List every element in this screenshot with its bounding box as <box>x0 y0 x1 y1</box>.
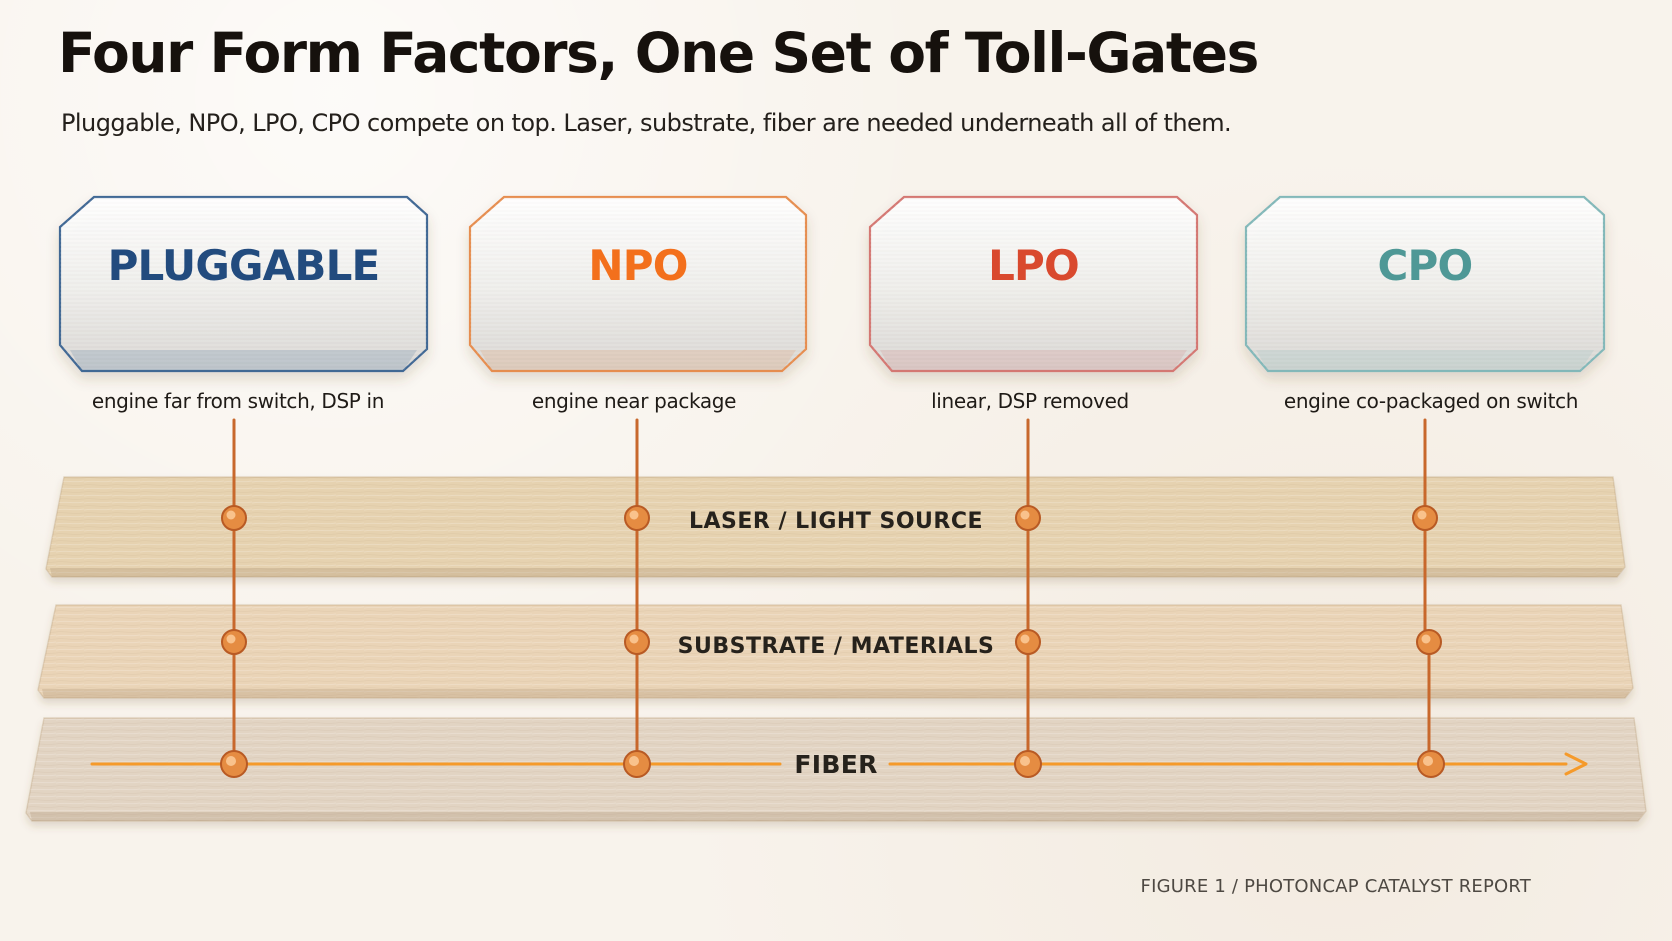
layer-texture <box>26 718 1646 821</box>
page-title: Four Form Factors, One Set of Toll-Gates <box>58 21 1259 85</box>
connector-node-highlight <box>629 510 639 520</box>
connector-node-highlight <box>1423 756 1433 766</box>
layer-texture <box>38 605 1633 698</box>
layer-label: FIBER <box>794 750 877 779</box>
connector-node-highlight <box>226 634 236 644</box>
form-factor-card-lpo: LPO <box>868 195 1199 373</box>
connector-node-highlight <box>629 756 639 766</box>
arrow-right-icon <box>1564 752 1588 776</box>
connector-node-highlight <box>1417 510 1427 520</box>
layer-label: LASER / LIGHT SOURCE <box>689 509 983 534</box>
form-factor-label: PLUGGABLE <box>108 241 380 290</box>
connector-node-highlight <box>226 510 236 520</box>
connector-lines <box>220 418 1445 778</box>
card-edge <box>70 350 417 371</box>
connector-node-highlight <box>1020 510 1030 520</box>
form-factor-card-pluggable: PLUGGABLE <box>58 195 429 373</box>
connector-line <box>1423 418 1431 766</box>
form-factor-card-npo: NPO <box>468 195 808 373</box>
card-texture <box>1246 197 1604 371</box>
form-factor-caption: engine near package <box>532 389 736 413</box>
layer-label: SUBSTRATE / MATERIALS <box>678 634 995 659</box>
form-factor-caption: engine far from switch, DSP in <box>92 389 384 413</box>
connector-node-highlight <box>1020 756 1030 766</box>
card-edge <box>1256 350 1594 371</box>
card-edge <box>480 350 796 371</box>
form-factor-cards: PLUGGABLE NPO LPO CPO <box>58 195 1606 373</box>
layer-edge <box>50 568 1623 577</box>
form-factor-card-cpo: CPO <box>1244 195 1606 373</box>
layer-1: LASER / LIGHT SOURCE <box>45 476 1626 578</box>
figure-caption: FIGURE 1 / PHOTONCAP CATALYST REPORT <box>1140 876 1531 897</box>
layer-3: FIBER <box>25 717 1647 822</box>
card-texture <box>60 197 427 371</box>
card-texture <box>870 197 1197 371</box>
form-factor-label: NPO <box>588 241 687 290</box>
form-factor-label: LPO <box>988 241 1079 290</box>
card-texture <box>470 197 806 371</box>
form-factor-label: CPO <box>1378 241 1473 290</box>
layer-texture <box>46 477 1625 577</box>
layer-stack: LASER / LIGHT SOURCE SUBSTRATE / MATERIAL… <box>25 476 1647 822</box>
form-factor-captions: engine far from switch, DSP in engine nea… <box>92 389 1579 413</box>
layer-2: SUBSTRATE / MATERIALS <box>37 604 1634 699</box>
card-edge <box>880 350 1187 371</box>
connector-node-highlight <box>226 756 236 766</box>
connector-node-highlight <box>629 634 639 644</box>
connector-node-highlight <box>1020 634 1030 644</box>
form-factor-caption: engine co-packaged on switch <box>1284 389 1578 413</box>
connector-node-highlight <box>1421 634 1431 644</box>
form-factor-caption: linear, DSP removed <box>931 389 1129 413</box>
page-subtitle: Pluggable, NPO, LPO, CPO compete on top.… <box>61 109 1232 137</box>
layer-edge <box>42 689 1631 698</box>
layer-edge <box>30 812 1644 821</box>
